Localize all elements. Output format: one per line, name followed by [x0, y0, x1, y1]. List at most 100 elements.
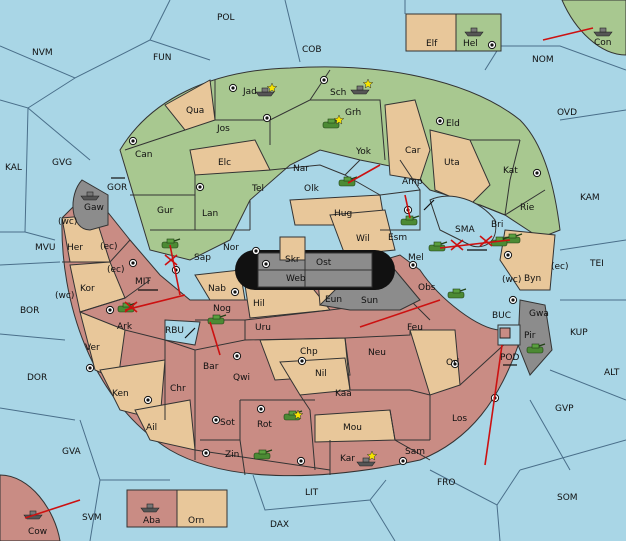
fleet-unit-icon[interactable] — [350, 85, 370, 95]
order-arrow — [347, 164, 381, 184]
province-label-chr: Chr — [170, 384, 186, 394]
order-arrow — [439, 239, 511, 249]
supply-center-dot — [204, 451, 208, 455]
province-label-rot: Rot — [257, 420, 272, 430]
province-label-can: Can — [135, 150, 153, 160]
province-label-orl: Orl — [446, 358, 459, 368]
sea-labels: POL NVM FUN COB NOM OVD KAL GVG KAM MVU … — [5, 13, 620, 530]
sea-label-gvg: GVG — [52, 158, 72, 168]
sea-label-dor: DOR — [27, 373, 47, 383]
supply-center-dot — [535, 171, 539, 175]
province-label-cow: Cow — [28, 527, 47, 537]
sea-label-mvu: MVU — [35, 243, 56, 253]
province-label-sam: Sam — [405, 447, 425, 457]
prov-car — [384, 99, 431, 181]
supply-center-dot — [259, 407, 263, 411]
province-label-hug: Hug — [334, 209, 352, 219]
star-icon — [292, 409, 304, 420]
order-cross-marks — [124, 235, 493, 313]
prov-orn-box — [176, 489, 228, 528]
province-label-byn: Byn — [524, 274, 541, 284]
army-unit-icon[interactable] — [447, 288, 467, 299]
province-label-car: Car — [405, 146, 421, 156]
supply-center-dot — [198, 185, 202, 189]
province-label-olk: Olk — [304, 184, 320, 194]
province-label-rie: Rie — [520, 203, 535, 213]
army-unit-icon[interactable] — [207, 314, 227, 325]
fleet-unit-icon[interactable] — [464, 27, 484, 37]
coast-label: (wc) — [55, 291, 74, 301]
province-label-pir: Pir — [524, 331, 536, 341]
province-label-sch: Sch — [330, 88, 346, 98]
province-label-ost: Ost — [316, 258, 332, 268]
fleet-unit-icon[interactable] — [593, 27, 613, 37]
province-label-hil: Hil — [253, 299, 265, 309]
province-label-kat: Kat — [503, 166, 518, 176]
sea-label-gva: GVA — [62, 447, 82, 457]
supply-center-dot — [235, 354, 239, 358]
province-label-eld: Eld — [446, 119, 460, 129]
sea-label-dax: DAX — [270, 520, 289, 530]
fleet-unit-icon[interactable] — [80, 191, 100, 201]
sea-label-mit: MIT — [135, 277, 151, 287]
province-label-skr: Skr — [285, 255, 300, 265]
star-icon — [266, 82, 278, 93]
province-label-ail: Ail — [146, 423, 157, 433]
sea-label-rbu: RBU — [165, 326, 184, 336]
province-label-zin: Zin — [225, 450, 239, 460]
province-label-sun: Sun — [361, 296, 378, 306]
coast-label: (ec) — [100, 242, 118, 252]
canal-arrows — [111, 177, 517, 366]
province-label-con: Con — [594, 38, 612, 48]
supply-center-dot — [131, 139, 135, 143]
province-label-qua: Qua — [186, 106, 204, 116]
province-label-nil: Nil — [315, 369, 327, 379]
supply-center-dot — [146, 398, 150, 402]
sea-label-nvm: NVM — [32, 48, 53, 58]
province-label-jad: Jad — [242, 87, 257, 97]
fleet-unit-icon[interactable] — [140, 503, 160, 513]
supply-center-dot — [214, 418, 218, 422]
lake-sma — [429, 195, 497, 248]
supply-center-dot — [299, 459, 303, 463]
sea-label-sma: SMA — [455, 225, 475, 235]
star-icon — [366, 450, 378, 461]
province-label-ken: Ken — [112, 389, 129, 399]
province-label-tel: Tel — [251, 184, 264, 194]
province-label-lan: Lan — [202, 209, 218, 219]
province-label-hel: Hel — [463, 39, 478, 49]
province-label-obs: Obs — [418, 283, 436, 293]
army-unit-icon[interactable] — [526, 343, 546, 354]
order-arrow — [124, 294, 186, 311]
sea-label-gvp: GVP — [555, 404, 574, 414]
army-unit-icon[interactable] — [253, 449, 273, 460]
province-label-grh: Grh — [345, 108, 361, 118]
province-label-wil: Wil — [356, 234, 370, 244]
prov-byn — [499, 229, 556, 291]
province-label-orn: Orn — [188, 516, 204, 526]
sea-label-alt: ALT — [604, 368, 620, 378]
supply-center-dot — [108, 308, 112, 312]
sea-label-buc: BUC — [492, 311, 511, 321]
province-label-jos: Jos — [216, 124, 230, 134]
fleet-unit-icon[interactable] — [255, 87, 275, 97]
prov-elf-box — [405, 13, 457, 52]
order-arrow — [542, 27, 594, 41]
sea-label-bor: BOR — [20, 306, 39, 316]
province-label-nog: Nog — [213, 304, 231, 314]
supply-center-dot — [511, 298, 515, 302]
province-label-aba: Aba — [143, 516, 160, 526]
order-arrows — [24, 27, 594, 519]
province-label-ark: Ark — [117, 322, 133, 332]
order-arrow — [209, 321, 221, 356]
province-label-elf: Elf — [426, 39, 438, 49]
supply-center-dot — [265, 116, 269, 120]
province-label-mel: Mel — [408, 253, 424, 263]
supply-center-dot — [233, 290, 237, 294]
province-label-esm: Esm — [388, 233, 407, 243]
supply-center-dot — [264, 262, 268, 266]
province-label-yok: Yok — [355, 147, 372, 157]
army-unit-icon[interactable] — [428, 241, 448, 252]
coast-label: (ec) — [107, 265, 125, 275]
province-label-ver: Ver — [85, 343, 100, 353]
